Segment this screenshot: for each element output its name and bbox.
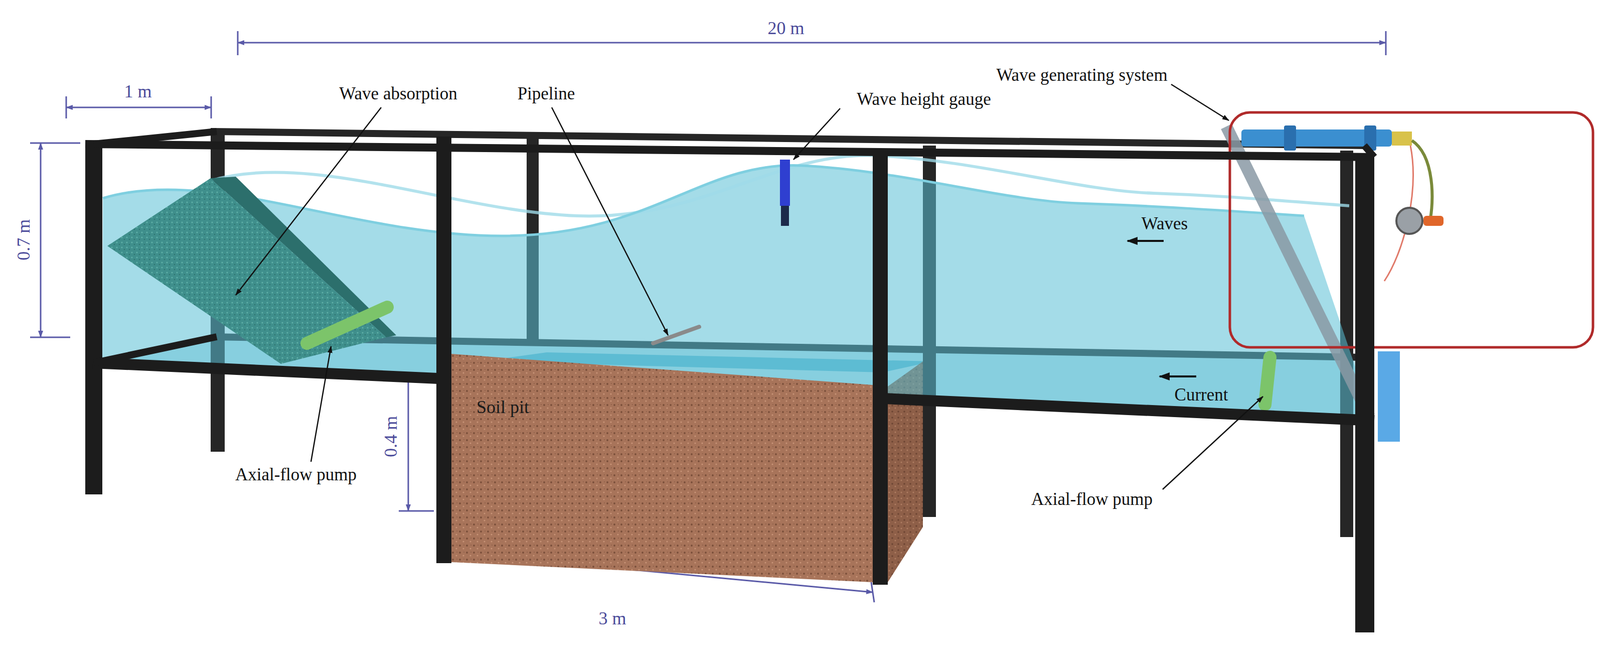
post: [1355, 155, 1375, 632]
valve: [1396, 207, 1423, 234]
wave-generator-outline: [1229, 112, 1593, 348]
part-label: Axial-flow pump: [235, 464, 357, 485]
flow-label: Waves: [1141, 214, 1188, 234]
part-label: Wave absorption: [339, 84, 457, 104]
flow-label: Current: [1174, 385, 1229, 405]
pipeline: [653, 326, 700, 344]
rail: [85, 143, 1375, 157]
leader: [310, 346, 332, 462]
dim-tick: [30, 336, 71, 339]
leader: [1171, 84, 1229, 121]
cylinder-ring: [1284, 125, 1297, 151]
dimension-label: 20 m: [767, 18, 805, 39]
soil-pit-shape: [451, 353, 873, 582]
axial-flow-pump: [306, 306, 388, 344]
current-arrow: [1159, 375, 1197, 378]
dim-tick: [30, 142, 81, 144]
dim-0-4m: [407, 362, 410, 511]
dimension-label: 1 m: [123, 81, 152, 102]
axial-flow-pump: [1264, 357, 1270, 405]
dimension-label: 3 m: [598, 608, 626, 629]
dim-tick: [871, 581, 875, 602]
post: [436, 136, 452, 563]
rail: [93, 336, 217, 363]
part-label: Wave height gauge: [856, 89, 991, 110]
dimension-label: 0.7 m: [14, 219, 35, 261]
frame-front: [85, 136, 1375, 632]
post: [872, 150, 888, 585]
wave-arrow: [1127, 239, 1164, 242]
dimension-lines: [30, 31, 1386, 602]
soil-pit-face: [451, 353, 873, 582]
dim-tick: [1385, 31, 1387, 56]
dim-0-7m: [40, 142, 42, 338]
part-label: Axial-flow pump: [1031, 489, 1153, 510]
post: [85, 142, 103, 495]
dim-tick: [398, 510, 434, 512]
leader: [551, 107, 669, 336]
cylinder-end: [1391, 131, 1412, 146]
leader: [793, 108, 841, 160]
leader: [1162, 396, 1263, 490]
wave-gauge-probe: [780, 205, 789, 226]
dim-tick: [237, 31, 239, 56]
dim-1m: [66, 106, 212, 109]
dim-tick: [65, 96, 68, 119]
part-label: Pipeline: [517, 84, 576, 104]
wave-paddle: [1226, 126, 1370, 417]
soil-pit: Soil pit: [451, 353, 873, 582]
control-box: [1377, 351, 1400, 442]
valve-handle: [1423, 215, 1444, 226]
rail: [93, 131, 217, 144]
node-label: Soil pit: [476, 396, 530, 418]
leader: [235, 107, 382, 295]
dim-tick: [210, 96, 213, 119]
part-label: Wave generating system: [996, 65, 1168, 86]
dimension-label: 0.4 m: [381, 415, 402, 457]
wave-gauge: [779, 159, 790, 206]
dim-20m: [237, 42, 1386, 44]
rail: [1364, 145, 1375, 157]
